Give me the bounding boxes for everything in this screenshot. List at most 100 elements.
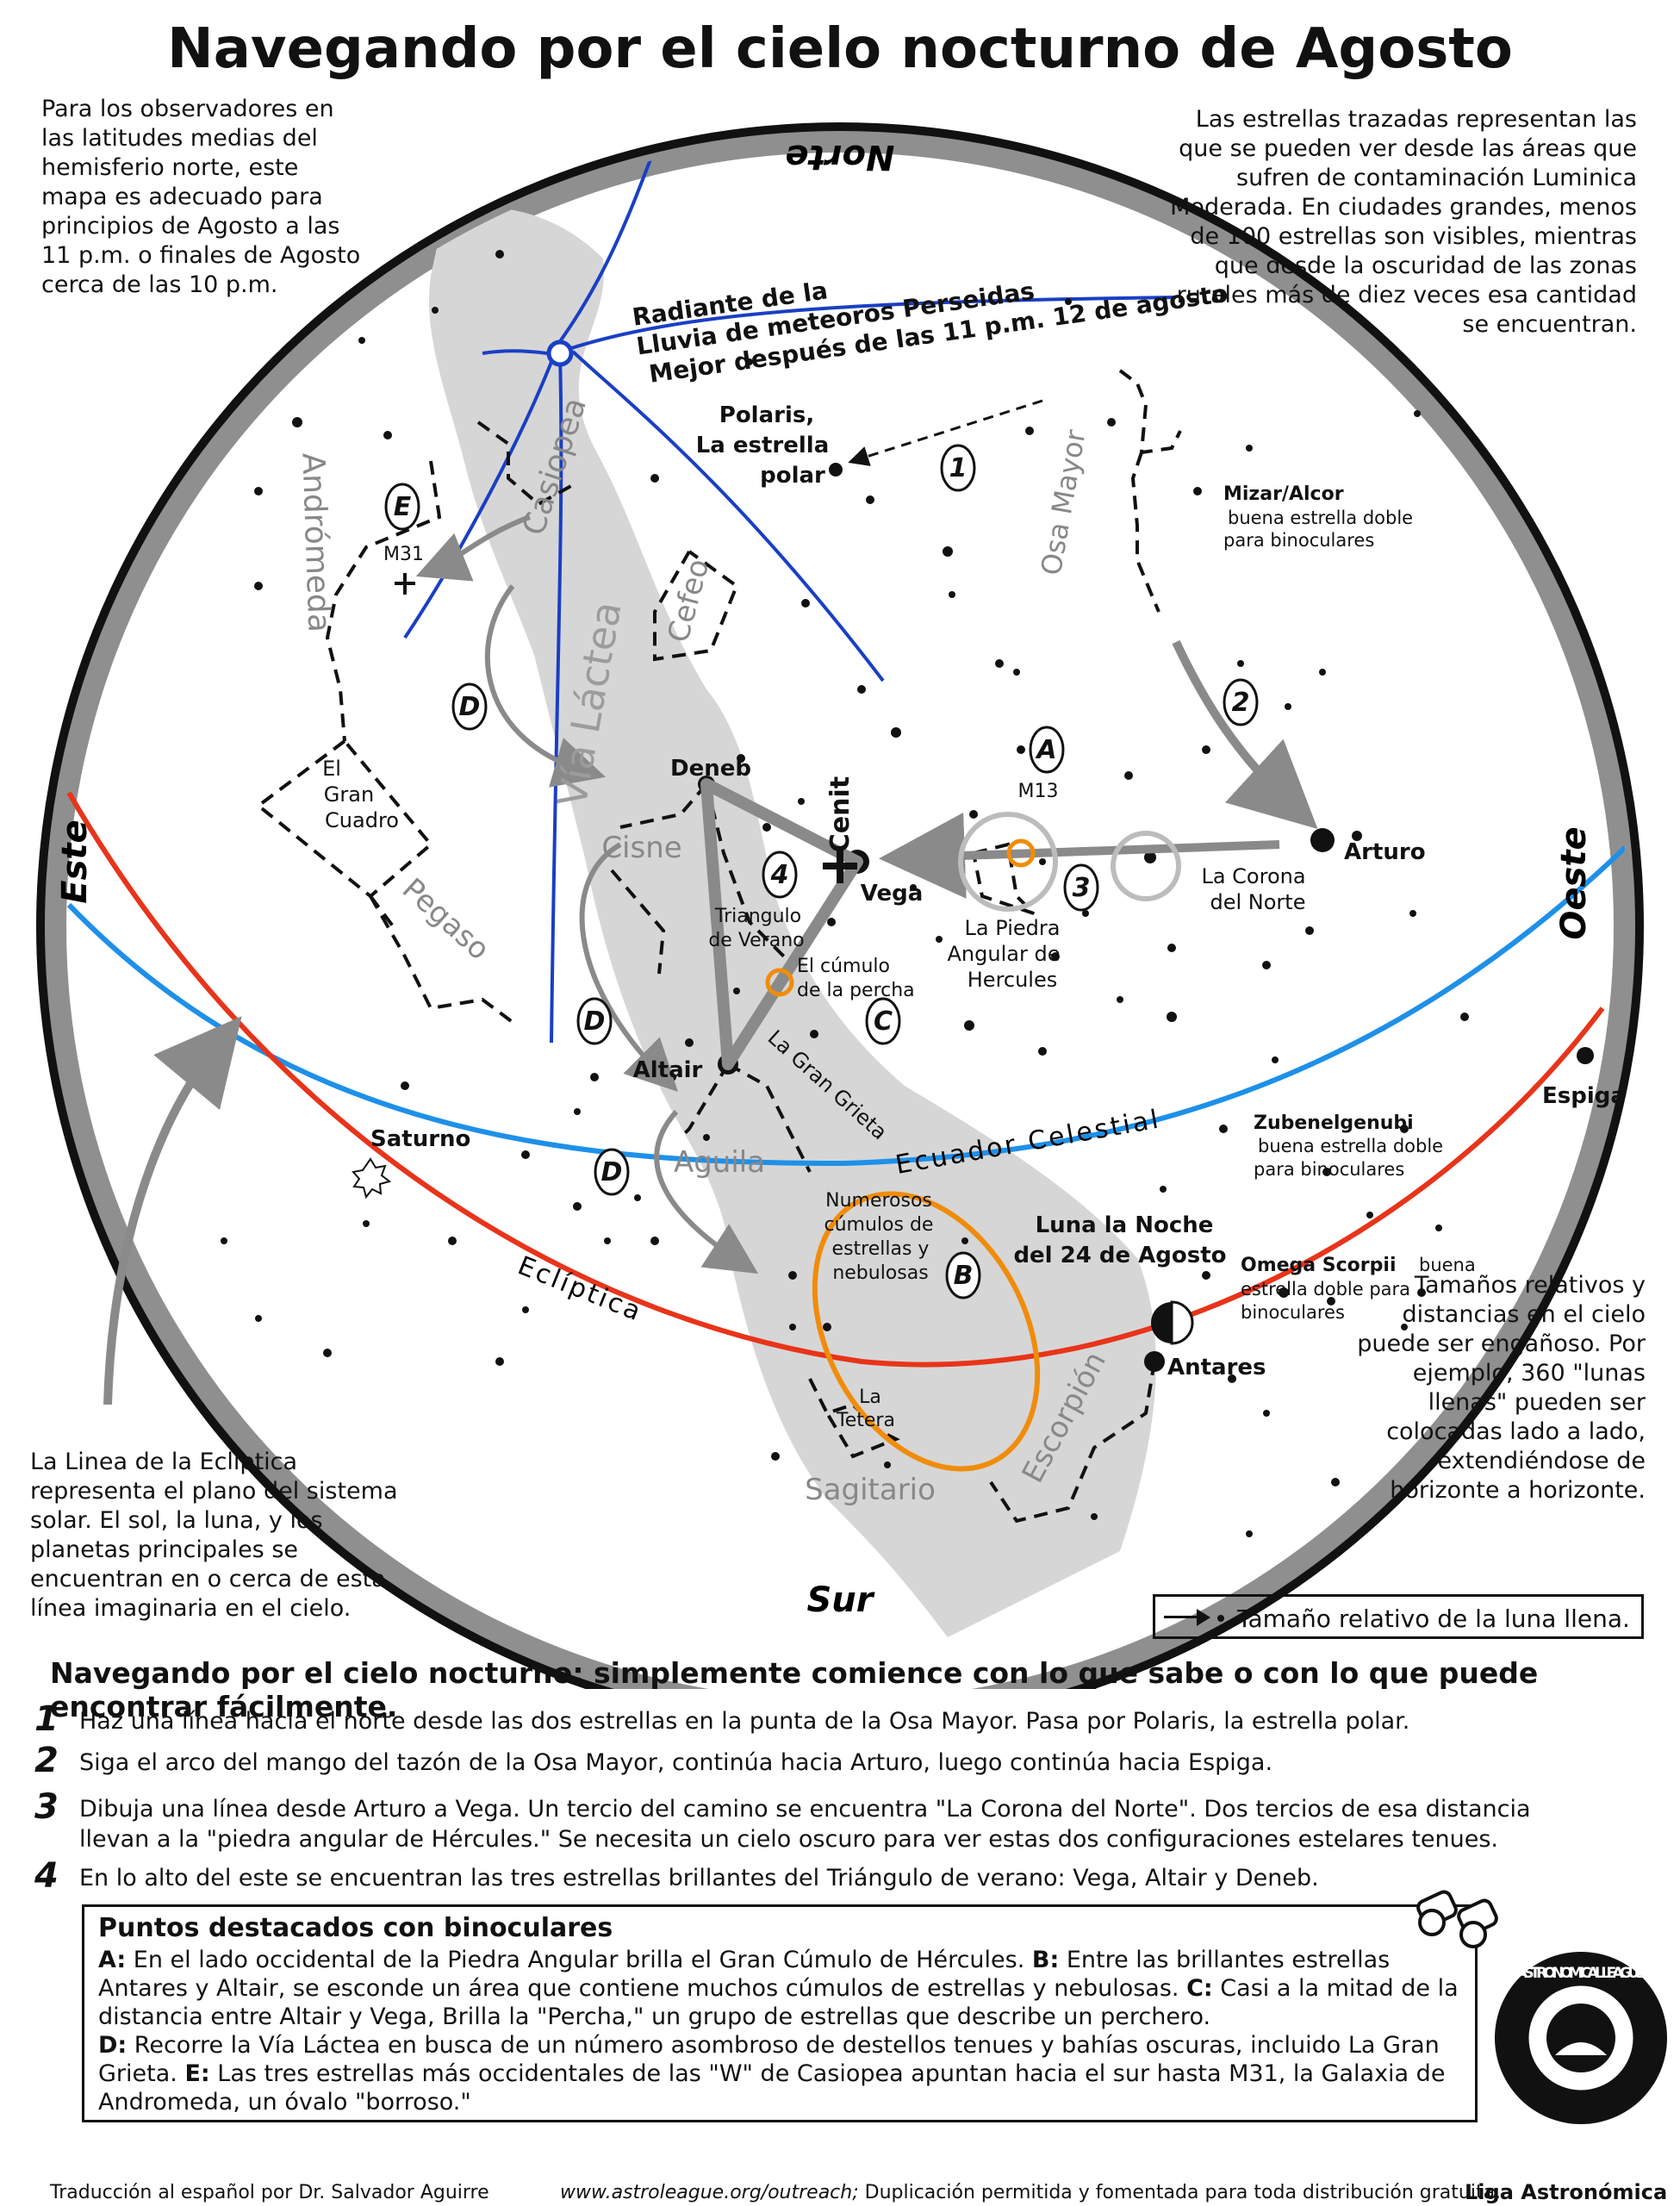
summer-triangle [700, 778, 863, 1070]
step-text: Siga el arco del mango del tazón de la O… [79, 1749, 1273, 1776]
marker-e: E [394, 492, 412, 522]
label-c: C: [1186, 1975, 1213, 2002]
text-e: Las tres estrellas más occidentales de l… [98, 2060, 1446, 2116]
intro-left-note: Para los observadores en las latitudes m… [41, 96, 361, 298]
label-zuben-3: para binoculares [1254, 1159, 1404, 1180]
label-piedra-3: Hercules [968, 968, 1058, 992]
binoculars-heading: Puntos destacados con binoculares [98, 1913, 613, 1943]
label-cumulos-4: nebulosas [832, 1262, 928, 1284]
ecliptic-note: La Linea de la Eclíptica representa el p… [30, 1449, 398, 1622]
label-arturo: Arturo [1344, 839, 1426, 865]
label-andromeda: Andrómeda [295, 452, 336, 633]
label-omega-2: estrella doble para [1241, 1279, 1410, 1299]
celestial-equator-line [66, 842, 1628, 1167]
perseid-radiant [546, 340, 574, 367]
marker-1: 1 [949, 453, 968, 483]
label-gran-cuadro-3: Cuadro [325, 808, 399, 832]
footer-permission: www.astroleague.org/outreach; Duplicació… [560, 2182, 1501, 2203]
label-cumulos-1: Numerosos [825, 1190, 932, 1212]
label-omega: Omega Scorpii [1241, 1255, 1396, 1276]
pointer-arrows [103, 639, 1318, 1405]
marker-a: A [1035, 735, 1056, 765]
label-mizar-3: para binoculares [1223, 530, 1374, 551]
intro-right-note: Las estrellas trazadas representan las q… [1170, 106, 1637, 338]
text-b: Entre las brillantes estrellas Antares y… [98, 1947, 1391, 2002]
step-number: 4 [34, 1856, 59, 1896]
m13-circle [1006, 838, 1036, 868]
moon-legend-text: Tamaño relativo de la luna llena. [1237, 1605, 1630, 1633]
marker-2: 2 [1232, 688, 1250, 718]
label-omega-b: buena [1419, 1255, 1476, 1275]
label-luna-1: Luna la Noche [1036, 1212, 1214, 1238]
step-markers [384, 444, 1259, 1299]
permission-text: Duplicación permitida y fomentada para t… [858, 2182, 1502, 2203]
m31-cross [395, 573, 415, 595]
logo-text: ASTRONOMICAL LEAGUE [1516, 1965, 1646, 1982]
sizes-note: Tamaños relativos y distancias en el cie… [1357, 1272, 1646, 1504]
label-tetera-2: Tetera [836, 1410, 895, 1431]
label-polaris-3: polar [760, 463, 825, 489]
binoculars-box: Puntos destacados con binoculares A: En … [82, 1904, 1478, 2122]
label-omega-3: binoculares [1241, 1302, 1345, 1323]
label-percha-1: El cúmulo [797, 956, 890, 977]
text-a: En el lado occidental de la Piedra Angul… [126, 1947, 1032, 1973]
label-b: B: [1031, 1947, 1060, 1973]
sky-map: 1 2 3 4 A B C D D D E Norte Sur Este Oes… [36, 122, 1644, 1689]
step-number: 1 [34, 1699, 59, 1739]
label-a: A: [98, 1947, 127, 1973]
ecliptic-line [66, 791, 1605, 1368]
label-zuben-2: buena estrella doble [1258, 1136, 1443, 1156]
direction-east: Este [55, 819, 95, 903]
step-4: 4 En lo alto del este se encuentran las … [34, 1856, 1637, 1898]
label-m31: M31 [383, 544, 424, 565]
label-e: E: [184, 2060, 210, 2087]
hercules-rings [958, 812, 1181, 912]
label-triangulo-2: de Verano [708, 930, 804, 951]
astronomical-league-logo: ASTRONOMICAL LEAGUE [1495, 1952, 1667, 2124]
marker-c: C [874, 1006, 893, 1037]
label-cumulos-2: cúmulos de [824, 1214, 934, 1236]
marker-b: B [954, 1261, 974, 1291]
league-name: Liga Astronómica [1465, 2180, 1668, 2204]
full-moon-dot-icon [1217, 1615, 1224, 1622]
navigation-heading: Navegando por el cielo nocturno: simplem… [50, 1656, 1539, 1723]
label-corona-2: del Norte [1210, 890, 1306, 914]
label-tetera-1: La [859, 1387, 881, 1408]
direction-south: Sur [806, 1580, 874, 1620]
step-text: Dibuja una línea desde Arturo a Vega. Un… [79, 1796, 1531, 1853]
label-triangulo-1: Triangulo [714, 906, 801, 927]
label-percha-2: de la percha [797, 980, 915, 1001]
footer-url[interactable]: www.astroleague.org/outreach; [560, 2182, 859, 2203]
label-d: D: [98, 2032, 128, 2059]
marker-d3: D [601, 1157, 623, 1187]
label-antares: Antares [1167, 1355, 1266, 1380]
label-corona-1: La Corona [1201, 864, 1305, 888]
step-number: 3 [34, 1787, 59, 1827]
label-saturno: Saturno [370, 1126, 470, 1152]
label-piedra-1: La Piedra [965, 916, 1061, 940]
label-sagitario: Sagitario [805, 1473, 936, 1507]
step-3: 3 Dibuja una línea desde Arturo a Vega. … [34, 1787, 1637, 1859]
label-espiga: Espiga [1542, 1083, 1626, 1109]
label-aguila: Aguila [674, 1145, 765, 1180]
direction-west: Oeste [1554, 826, 1594, 939]
saturn-icon [352, 1157, 392, 1200]
translation-credit: Traducción al español por Dr. Salvador A… [50, 2182, 489, 2203]
binoculars-text: A: En el lado occidental de la Piedra An… [98, 1946, 1461, 2116]
marker-d2: D [584, 1006, 606, 1037]
binoculars-icon [1416, 1890, 1498, 1948]
label-polaris: Polaris, [719, 402, 814, 428]
label-mizar-2: buena estrella doble [1228, 508, 1413, 528]
marker-4: 4 [770, 860, 789, 890]
label-gran-cuadro-1: El [322, 757, 341, 781]
label-zuben: Zubenelgenubi [1254, 1112, 1414, 1134]
page-title: Navegando por el cielo nocturno de Agost… [167, 17, 1513, 81]
clusters-ellipse [812, 1191, 1041, 1472]
label-gran-cuadro-2: Gran [324, 782, 374, 807]
label-deneb: Deneb [670, 756, 751, 782]
meteor-trails [403, 159, 1177, 1044]
moon-size-legend: Tamaño relativo de la luna llena. [1153, 1594, 1644, 1639]
step-2: 2 Siga el arco del mango del tazón de la… [34, 1743, 1637, 1782]
arrowhead-icon [1197, 1609, 1210, 1626]
text-d: Recorre la Vía Láctea en busca de un núm… [98, 2032, 1440, 2087]
